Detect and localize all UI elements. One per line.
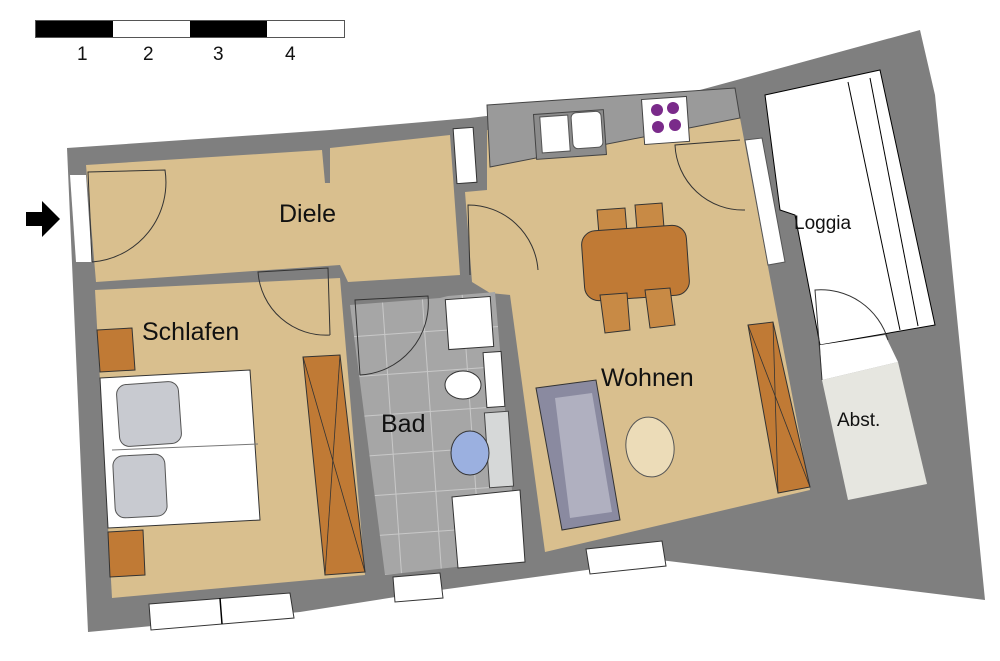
bathroom-fixtures [444, 295, 526, 569]
nightstand-top [96, 327, 136, 373]
room-label-loggia: Loggia [794, 213, 852, 234]
scale-segment-1 [36, 21, 113, 37]
scale-segment-4 [267, 21, 344, 37]
scale-segment-2 [113, 21, 190, 37]
entry-arrow-icon [26, 201, 60, 237]
scale-bar [35, 20, 345, 38]
room-label-schlafen: Schlafen [142, 318, 240, 346]
kitchen-counter [486, 87, 741, 168]
scale-label-1: 1 [77, 44, 88, 65]
floor-diele [86, 135, 460, 282]
coffee-table [625, 416, 675, 478]
room-label-abst: Abst. [837, 410, 881, 431]
nightstand-bottom [107, 529, 146, 578]
scale-label-3: 3 [213, 44, 224, 65]
room-label-bad: Bad [381, 410, 426, 438]
floor-abst [822, 362, 927, 500]
bed [99, 369, 261, 529]
dining-table [581, 202, 690, 334]
scale-segment-3 [190, 21, 267, 37]
sofa [535, 379, 621, 531]
scale-label-2: 2 [143, 44, 154, 65]
scale-label-4: 4 [285, 44, 296, 65]
stove [640, 95, 691, 146]
windows [148, 540, 667, 631]
room-label-diele: Diele [279, 200, 336, 228]
room-label-wohnen: Wohnen [601, 364, 694, 392]
